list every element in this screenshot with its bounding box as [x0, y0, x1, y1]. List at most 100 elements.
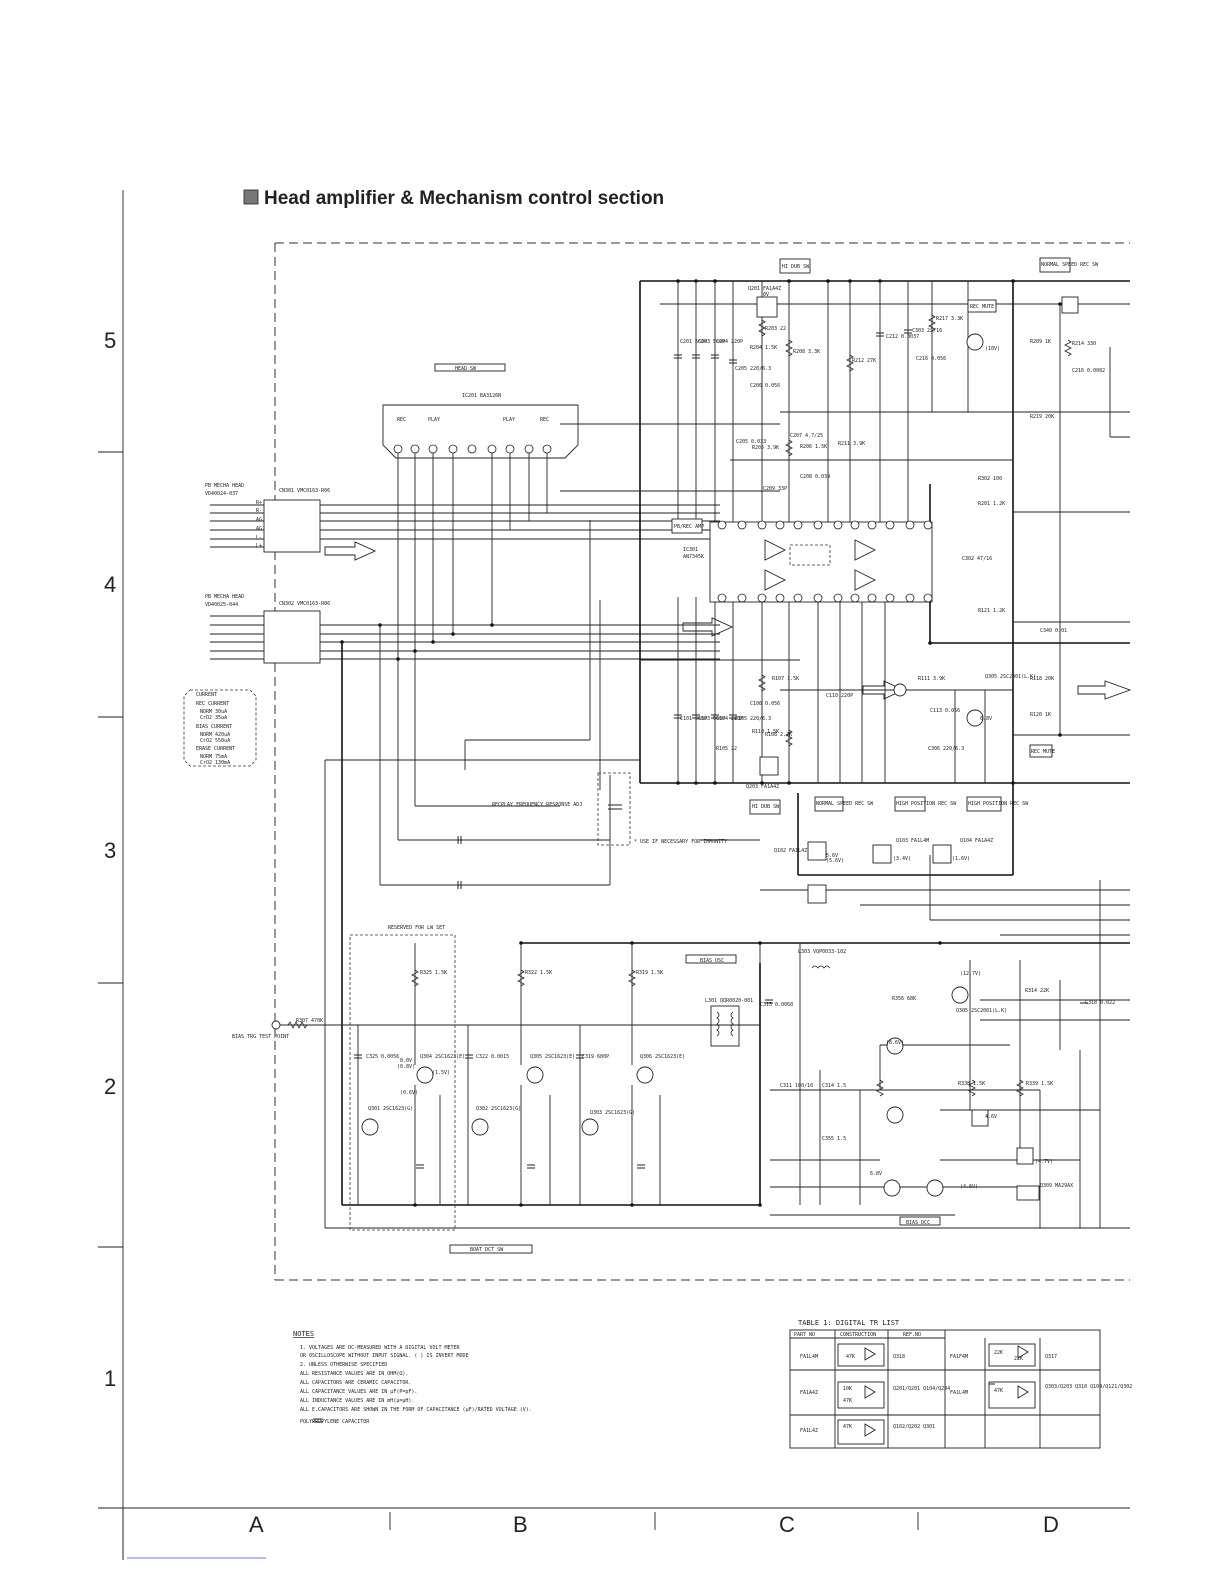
cn301-pin-ag2: AG	[256, 526, 262, 532]
volt-8: (5.6V)	[826, 858, 844, 864]
l301-transformer	[710, 1005, 740, 1047]
head-sw-label: HEAD SW	[455, 366, 477, 372]
label-c325: C325 0.0056	[366, 1054, 399, 1060]
label-q303: Q303 2SC1623(G)	[590, 1110, 635, 1116]
row-label-2: 2	[104, 1074, 116, 1099]
label-r325: R325 1.5K	[420, 970, 447, 976]
notes-line-9: POLYPROPYLENE CAPACITOR	[300, 1419, 370, 1425]
tr-row1-r2b: 22K	[1014, 1356, 1023, 1362]
volt-1: 0V	[763, 292, 769, 298]
volt-5: (0.6V)	[400, 1090, 418, 1096]
col-label-a: A	[249, 1512, 264, 1537]
capacitor-marks	[354, 329, 1088, 1169]
label-q104: Q104 FA1A4Z	[960, 838, 993, 844]
label-c340: C340 0.01	[1040, 628, 1067, 634]
label-q306: Q306 2SC1623(E)	[640, 1054, 685, 1060]
label-c204: C204 220P	[716, 339, 743, 345]
volt-12: (3.4V)	[893, 856, 911, 862]
label-c322: C322 0.0015	[476, 1054, 509, 1060]
label-c208: C208 0.039	[800, 474, 830, 480]
tr-row1-ref2: Q317	[1045, 1354, 1057, 1360]
tr-row2-ref: Q201/Q201 Q104/Q204	[893, 1386, 950, 1392]
label-c207: C207 4.7/25	[790, 433, 823, 439]
section-boundary	[274, 242, 1130, 1281]
transistor-icon	[361, 333, 984, 1197]
cn301-label: CN301 VMC0163-R06	[279, 488, 330, 494]
col-label-c: C	[779, 1512, 795, 1537]
bias-test-label: BIAS TRG TEST POINT	[232, 1034, 289, 1040]
immunity-region	[597, 772, 631, 846]
hi-dub-sw-label: HI DUB SW	[752, 804, 780, 810]
current-legend-row-4: BIAS CURRENT	[196, 724, 232, 730]
label-c216b: C216 0.0082	[1072, 368, 1105, 374]
label-c205: C205 220/6.3	[735, 366, 771, 372]
ic301-part: AN7345K	[683, 554, 704, 560]
bias-dcc-label: BIAS DCC	[906, 1220, 930, 1226]
label-q305b: Q305 2SC2001(L.K)	[985, 674, 1036, 680]
label-q301: Q301 2SC1623(G)	[368, 1106, 413, 1112]
cn301-connector	[210, 499, 321, 553]
wiring	[320, 280, 1130, 1229]
current-legend-row-7: ERASE CURRENT	[196, 746, 235, 752]
normal-speed-frame-top	[1039, 257, 1071, 273]
volt-15: (4.7V)	[1035, 1159, 1053, 1165]
test-point-icon	[271, 1020, 281, 1030]
label-r211: R211 3.9K	[838, 441, 865, 447]
volt-2: 8.0V	[400, 1058, 412, 1064]
component-labels: C201 560P C203 560P C204 220P C205 220/6…	[296, 286, 1115, 1189]
label-r217: R217 3.3K	[936, 316, 963, 322]
current-legend: CURRENT REC CURRENT NORM 30uA CrO2 35uA …	[183, 689, 257, 767]
label-q203: Q203 FA1A4Z	[746, 784, 779, 790]
notes-line-6: ALL CAPACITANCE VALUES ARE IN µF(P=pF).	[300, 1389, 417, 1395]
label-c311: C311 100/10	[780, 1083, 813, 1089]
label-q302: Q302 2SC1623(G)	[476, 1106, 521, 1112]
label-q305a: Q305 2SC2001(L.K)	[956, 1008, 1007, 1014]
tr-row2-ref2: Q303/Q203 Q310 Q104/Q121/Q302	[1045, 1384, 1132, 1390]
rec-mute-frame	[1029, 744, 1053, 758]
digital-tr-icon	[756, 296, 1079, 1201]
rec-mute-frame-top	[967, 299, 997, 313]
reserved-label: RESERVED FOR LW SET	[388, 925, 445, 931]
rec-mute-label: REC MUTE	[1031, 749, 1055, 755]
tr-row1-part2: FA1F4M	[950, 1354, 968, 1360]
label-r213: R212 27K	[852, 358, 876, 364]
title-square-icon	[243, 189, 259, 205]
hi-dub-sw-frame	[749, 799, 781, 815]
label-r201: R201 1.2K	[978, 501, 1005, 507]
volt-13: (1.6V)	[952, 856, 970, 862]
label-l303: L303 VQP0033-102	[798, 949, 846, 955]
notes-heading: NOTES	[293, 1330, 314, 1338]
resistor-marks	[287, 314, 1072, 1097]
current-legend-row-6: CrO2 550uA	[200, 738, 230, 744]
bias-osc-label: BIAS OSC	[700, 958, 724, 964]
label-q309: Q309 MA29AX	[1040, 1183, 1073, 1189]
label-r111: R111 3.9K	[918, 676, 945, 682]
ic201-pin-rec-right: REC	[540, 417, 549, 423]
boat-sw-label: BOAT DCT SW	[470, 1247, 504, 1253]
tr-header-construction: CONSTRUCTION	[840, 1332, 876, 1338]
left-ruler	[98, 190, 1130, 1558]
volt-14: 4.6V	[985, 1114, 997, 1120]
tr-row2-part: FA1A4Z	[800, 1390, 818, 1396]
label-r121: R121 1.2K	[978, 608, 1005, 614]
pb-head-a-part: VD40024-037	[205, 491, 238, 497]
volt-4: (1.5V)	[432, 1070, 450, 1076]
bottom-ruler	[122, 1508, 919, 1560]
rec-mute-label-top: REC MUTE	[970, 304, 994, 310]
tr-row3-r1: 47K	[843, 1424, 852, 1430]
cn301-pin-l-plus: L+	[256, 543, 262, 549]
label-q103: Q103 FA1L4M	[896, 838, 929, 844]
label-c303: C303 22/16	[912, 328, 942, 334]
current-legend-row-9: CrO2 130mA	[200, 760, 230, 766]
volt-16: (4.6V)	[960, 1184, 978, 1190]
current-legend-row-8: NORM 75mA	[200, 754, 227, 760]
label-c105: C105 220/6.3	[735, 716, 771, 722]
col-label-d: D	[1043, 1512, 1059, 1537]
label-r108: R108 2.2K	[765, 732, 792, 738]
notes-line-2: OR OSCILLOSCOPE WITHOUT INPUT SIGNAL. ( …	[300, 1353, 469, 1359]
tr-row2-part2: FA1L4M	[950, 1390, 968, 1396]
label-c205b: C205 0.033	[736, 439, 766, 445]
normal-speed-label-top: NORMAL SPEED REC SW	[1041, 262, 1099, 268]
ic201-chip: REC PLAY PLAY REC	[382, 404, 579, 459]
